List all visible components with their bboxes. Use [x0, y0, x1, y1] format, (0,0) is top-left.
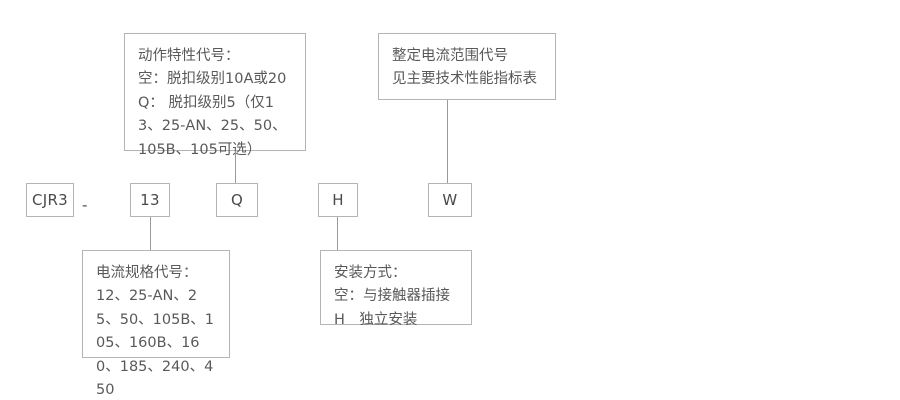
code-box-series: CJR3 [26, 183, 74, 217]
connector-current-spec [150, 217, 151, 250]
code-box-setting-current-range: W [428, 183, 472, 217]
setting-current-range-note: 整定电流范围代号 见主要技术性能指标表 [378, 33, 556, 100]
code-box-action-characteristic: Q [216, 183, 258, 217]
separator-dash: - [82, 196, 88, 214]
mounting-note: 安装方式： 空：与接触器插接 H 独立安装 [320, 250, 472, 328]
connector-mounting [337, 217, 338, 250]
connector-setting-current-range [447, 100, 448, 183]
current-spec-note: 电流规格代号： 12、25-AN、25、50、105B、105、160B、160… [82, 250, 230, 398]
action-characteristic-note: 动作特性代号： 空：脱扣级别10A或20 Q： 脱扣级别5（仅13、25-AN、… [124, 33, 306, 158]
connector-action-characteristic [235, 151, 236, 183]
code-box-current-spec: 13 [130, 183, 170, 217]
code-box-mounting: H [318, 183, 358, 217]
